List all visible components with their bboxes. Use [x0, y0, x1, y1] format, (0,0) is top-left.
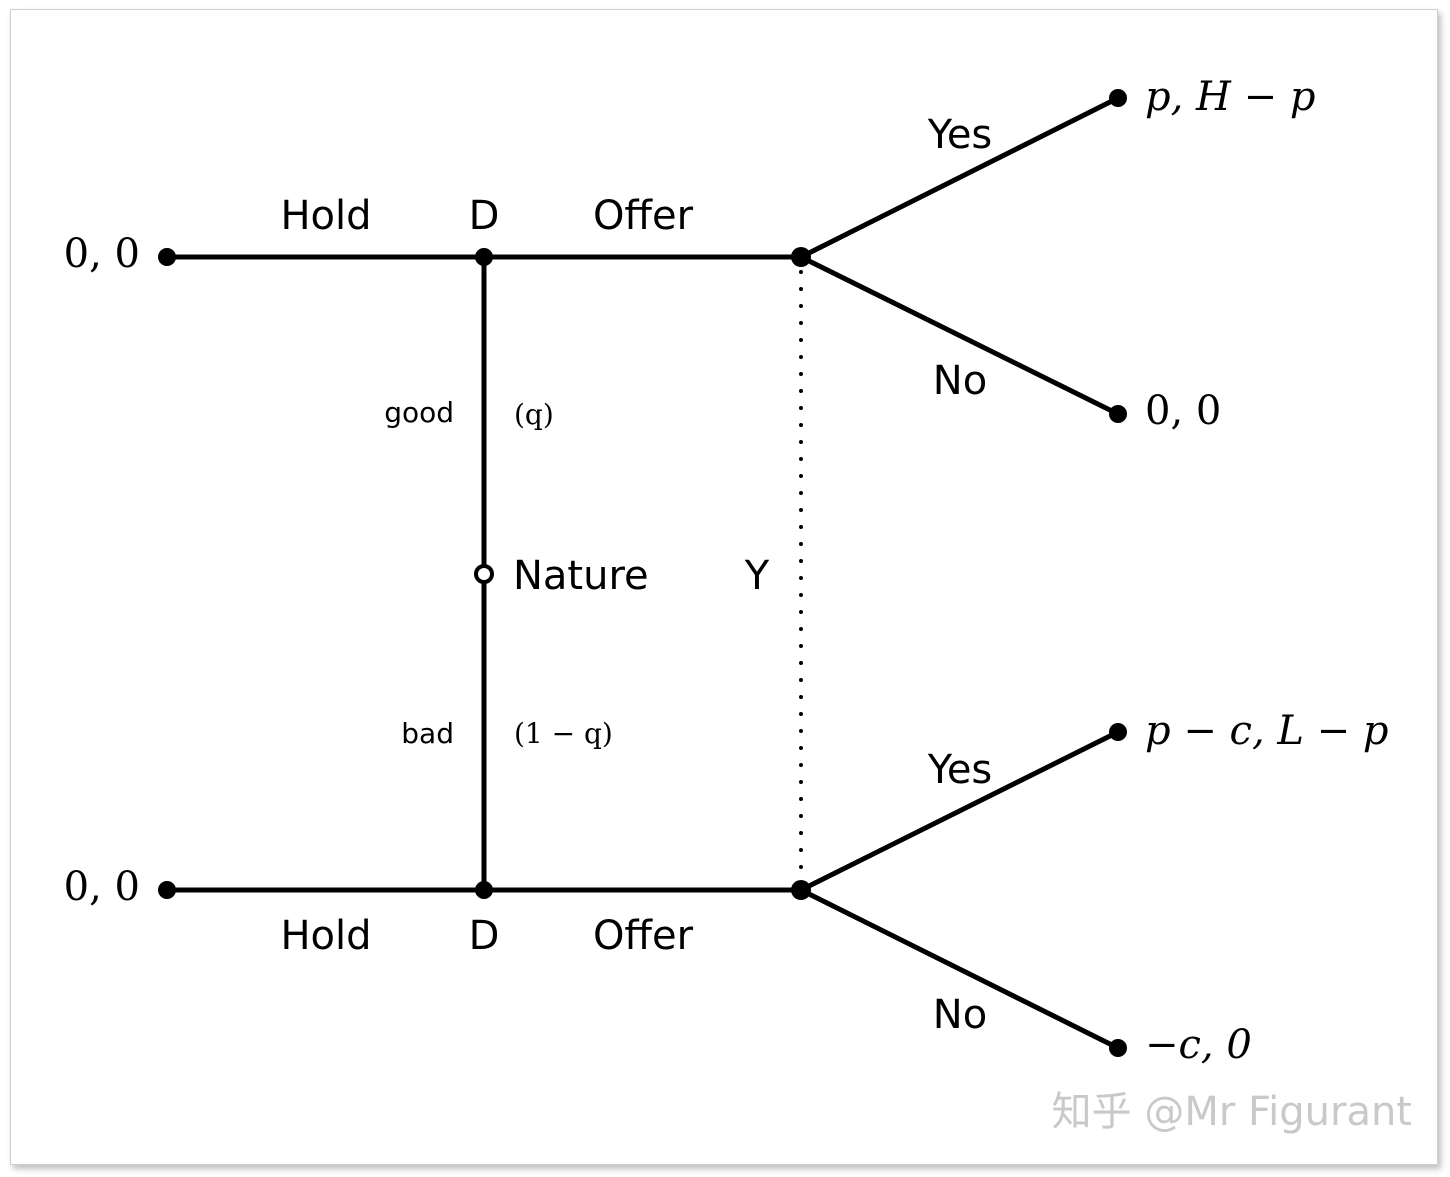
terminal-node-top-yes — [1109, 89, 1127, 107]
payoff-top-hold: 0, 0 — [64, 231, 140, 277]
payoff-top-no: 0, 0 — [1145, 388, 1221, 434]
label-offer-top: Offer — [593, 193, 694, 239]
terminal-node-top-hold — [158, 248, 176, 266]
responder-node-bottom — [791, 880, 811, 900]
decision-node-top — [475, 248, 493, 266]
label-prob-good: (q) — [514, 398, 554, 431]
label-offer-bottom: Offer — [593, 913, 694, 959]
terminal-node-top-no — [1109, 405, 1127, 423]
responder-node-top — [791, 247, 811, 267]
payoff-bottom-no: −c, 0 — [1145, 1022, 1252, 1068]
edge-bottom-no — [798, 887, 1121, 1051]
label-bad: bad — [401, 717, 454, 750]
label-hold-top: Hold — [280, 193, 371, 239]
figure-frame — [10, 9, 1438, 1165]
label-decision-top: D — [469, 193, 500, 239]
label-hold-bottom: Hold — [280, 913, 371, 959]
watermark: 知乎 @Mr Figurant — [1052, 1089, 1412, 1135]
label-prob-bad: (1 − q) — [514, 717, 613, 750]
edge-top-yes — [798, 95, 1121, 260]
label-info-set-player: Y — [744, 553, 770, 599]
label-good: good — [384, 396, 454, 429]
label-no-bottom: No — [933, 992, 987, 1038]
label-no-top: No — [933, 358, 987, 404]
payoff-top-yes: p, H − p — [1145, 74, 1315, 120]
payoff-bottom-yes: p − c, L − p — [1145, 708, 1389, 754]
edge-bottom-yes — [798, 729, 1121, 893]
terminal-node-bottom-yes — [1109, 723, 1127, 741]
decision-node-bottom — [475, 881, 493, 899]
label-yes-top: Yes — [927, 112, 993, 158]
edge-top-no — [798, 254, 1121, 417]
terminal-node-bottom-no — [1109, 1039, 1127, 1057]
payoff-bottom-hold: 0, 0 — [64, 864, 140, 910]
label-nature: Nature — [513, 553, 649, 599]
label-decision-bottom: D — [469, 913, 500, 959]
chance-node-nature — [474, 564, 494, 584]
terminal-node-bottom-hold — [158, 881, 176, 899]
label-yes-bottom: Yes — [927, 747, 993, 793]
